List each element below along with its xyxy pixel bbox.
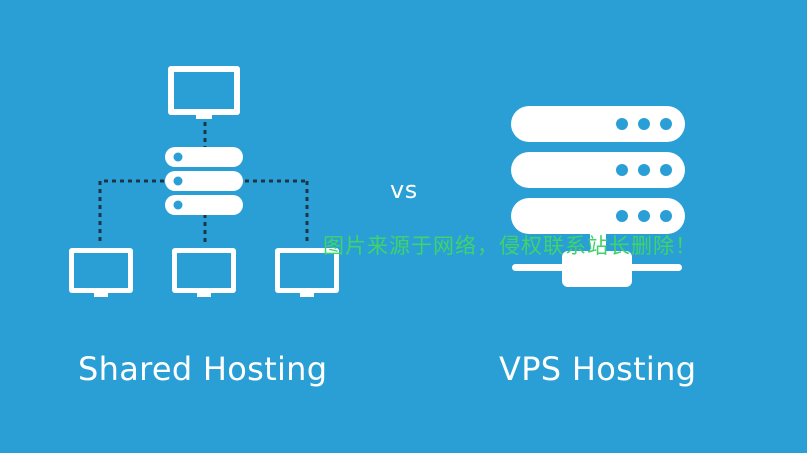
status-light [616, 118, 628, 130]
status-light [616, 210, 628, 222]
server-unit [511, 152, 685, 188]
status-light [173, 176, 183, 186]
status-light [616, 164, 628, 176]
network-connectors [98, 122, 309, 244]
shared-hosting-diagram [69, 66, 339, 297]
status-light [638, 210, 650, 222]
vs-label: vs [390, 176, 418, 204]
status-light [173, 200, 183, 210]
status-light [638, 164, 650, 176]
client-monitor-icon [275, 248, 339, 297]
vps-server-rack-icon [511, 106, 685, 287]
status-light [660, 210, 672, 222]
status-light [660, 118, 672, 130]
status-light [638, 118, 650, 130]
server-stack-icon [165, 147, 243, 215]
shared-hosting-label: Shared Hosting [78, 350, 328, 388]
server-foot [562, 251, 632, 287]
server-unit [511, 198, 685, 234]
server-unit [511, 106, 685, 142]
status-light [173, 152, 183, 162]
status-light [660, 164, 672, 176]
client-monitor-icon [69, 248, 133, 297]
top-monitor-icon [168, 66, 240, 119]
watermark-text: 图片来源于网络，侵权联系站长删除！ [323, 234, 697, 258]
server-stand [590, 234, 606, 252]
vps-hosting-label: VPS Hosting [499, 350, 697, 388]
client-monitor-icon [172, 248, 236, 297]
